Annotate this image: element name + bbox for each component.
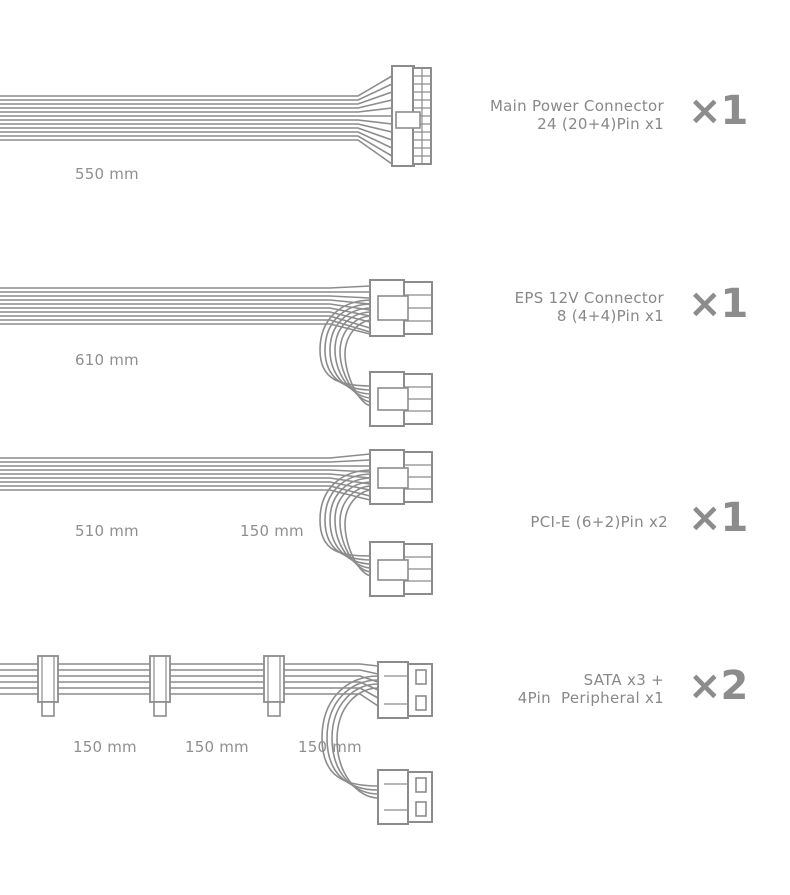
pcie-split-length-label: 150 mm <box>240 522 304 540</box>
pcie-connector-bottom <box>369 541 433 597</box>
eps-name-line2: 8 (4+4)Pin x1 <box>556 307 664 325</box>
sata-length-label-3: 150 mm <box>298 738 362 756</box>
sata-clip-1 <box>37 655 59 717</box>
main-power-length-label: 550 mm <box>75 165 139 183</box>
sata-cable <box>0 655 433 825</box>
main-power-quantity: ×1 <box>688 88 748 134</box>
main-power-name-line1: Main Power Connector <box>489 97 664 115</box>
pcie-name-line1: PCI-E (6+2)Pin x2 <box>530 513 668 531</box>
sata-name: SATA x3 +4Pin Peripheral x1 <box>518 671 664 707</box>
peripheral-connector-top <box>377 661 433 719</box>
sata-name-line1: SATA x3 + <box>583 671 664 689</box>
eps-connector-bottom <box>369 371 433 427</box>
eps-length-label: 610 mm <box>75 351 139 369</box>
pcie-quantity: ×1 <box>688 495 748 541</box>
main-power-cable <box>0 65 432 167</box>
pcie-cable <box>0 449 433 597</box>
eps-cable <box>0 279 433 427</box>
sata-split-loop <box>321 675 379 799</box>
eps-name-line1: EPS 12V Connector <box>514 289 664 307</box>
pcie-wire-bundle <box>0 453 371 501</box>
pcie-name: PCI-E (6+2)Pin x2 <box>530 513 668 531</box>
eps-quantity: ×1 <box>688 281 748 327</box>
eps-split-loop <box>319 299 373 407</box>
pcie-length-label: 510 mm <box>75 522 139 540</box>
pcie-split-loop <box>319 469 373 577</box>
sata-name-line2: 4Pin Peripheral x1 <box>517 689 664 707</box>
sata-clip-3 <box>263 655 285 717</box>
pcie-connector-top <box>369 449 433 505</box>
sata-clip-2 <box>149 655 171 717</box>
eps-connector-top <box>369 279 433 337</box>
sata-length-label-2: 150 mm <box>185 738 249 756</box>
main-power-name-line2: 24 (20+4)Pin x1 <box>537 115 664 133</box>
main-power-wire-bundle <box>0 75 393 165</box>
sata-length-label-1: 150 mm <box>73 738 137 756</box>
eps-wire-bundle <box>0 285 371 335</box>
24pin-connector <box>391 65 432 167</box>
peripheral-connector-bottom <box>377 769 433 825</box>
sata-quantity: ×2 <box>688 663 748 709</box>
